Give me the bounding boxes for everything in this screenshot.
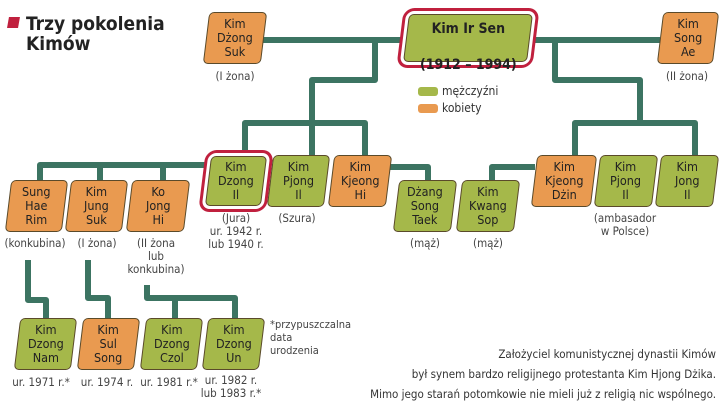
person-kim-kwang-sop: Kim Kwang Sop — [455, 180, 521, 232]
footer-text: Założyciel komunistycznej dynastii Kimów… — [370, 344, 716, 402]
line-sulsong — [85, 260, 111, 318]
gen3-0-note: ur. 1971 r.* — [12, 375, 70, 389]
gen2-6-note: (ambasador w Polsce) — [593, 211, 657, 238]
person-kim-ir-sen: Kim Ir Sen (1912 – 1994) — [403, 14, 533, 73]
title-text: Trzy pokolenia Kimów — [26, 13, 165, 55]
partners-1-name-text: Kim Jung Suk — [84, 184, 109, 227]
line-right-siblings — [572, 120, 698, 155]
gen3-2-name-text: Kim Dzong Czol — [153, 322, 190, 365]
footer-1-text: był synem bardzo religijnego protestanta… — [411, 367, 716, 381]
person-wife-2: Kim Song Ae — [656, 12, 720, 64]
line-kjeongdzin-spouse — [489, 164, 535, 180]
line-dzongil-partners — [37, 162, 205, 180]
wife-1-note: (I żona) — [215, 69, 255, 83]
line-nam — [25, 260, 49, 318]
diagram-title: Trzy pokolenia Kimów — [7, 13, 165, 55]
line-kjeonghi-spouse — [388, 164, 431, 180]
legend-swatch-men — [418, 86, 438, 96]
gen2-4-note: (mąż) — [473, 236, 503, 250]
wives-1-name-text: Kim Song Ae — [673, 16, 703, 59]
person-sung-hae-rim: Sung Hae Rim — [4, 180, 69, 232]
partners-2-name-text: Ko Jong Hi — [145, 184, 171, 227]
person-ko-jong-hi: Ko Jong Hi — [125, 180, 191, 232]
partner-1-note: (I żona) — [77, 236, 117, 250]
gen2-2-name-text: Kim Kjeong Hi — [340, 159, 380, 202]
founder-years: (1912 – 1994) — [419, 57, 517, 73]
gen2-5-name-text: Kim Kjeong Dżin — [544, 159, 584, 202]
person-kim-jong-il: Kim Jong Il — [654, 155, 720, 207]
line-czol-un — [144, 285, 238, 318]
gen3-1-name-text: Kim Sul Song — [94, 322, 123, 365]
gen2-6-name-text: Kim Pjong Il — [610, 159, 642, 202]
person-kim-kjeong-hi: Kim Kjeong Hi — [327, 155, 393, 207]
gen2-1-note: (Szura) — [278, 211, 316, 225]
title-marker — [7, 17, 20, 28]
person-wife-1: Kim Dżong Suk — [202, 12, 268, 64]
gen2-0-name-text: Kim Dzong Il — [218, 159, 254, 202]
person-kim-dzong-il: Kim Dzong Il — [204, 156, 268, 206]
line-left-siblings — [242, 120, 368, 155]
partners-0-name-text: Sung Hae Rim — [22, 184, 51, 227]
legend-women: kobiety — [418, 101, 482, 115]
person-kim-sul-song: Kim Sul Song — [76, 318, 141, 370]
founder-name: Kim Ir Sen — [431, 21, 505, 37]
gen2-7-name-text: Kim Jong Il — [674, 159, 700, 202]
gen3-2-note: ur. 1981 r.* — [140, 375, 198, 389]
partner-2-note: (II żona lub konkubina) — [127, 236, 185, 276]
footer-2-text: Mimo jego starań potomkowie nie mieli ju… — [370, 387, 716, 401]
gen3-3-name-text: Kim Dzong Un — [215, 322, 252, 365]
footnote: *przypuszczalna data urodzenia — [270, 318, 352, 357]
person-dzang-song-taek: Dżang Song Taek — [392, 180, 458, 232]
footer-0-text: Założyciel komunistycznej dynastii Kimów — [498, 347, 716, 361]
gen3-3-note: ur. 1982 r. lub 1983 r.* — [200, 373, 262, 400]
person-kim-pjong-il-2: Kim Pjong Il — [593, 155, 659, 207]
gen2-3-name-text: Dżang Song Taek — [407, 184, 443, 227]
legend-men: mężczyźni — [418, 84, 498, 98]
gen2-0-note: (Jura) ur. 1942 r. lub 1940 r. — [208, 211, 264, 251]
line-right-branch — [552, 40, 643, 123]
gen2-1-name-text: Kim Pjong Il — [282, 159, 315, 202]
gen2-3-note: (mąż) — [410, 236, 440, 250]
person-kim-dzong-un: Kim Dzong Un — [201, 318, 266, 370]
legend-women-text: kobiety — [442, 101, 482, 115]
line-left-branch — [309, 40, 378, 155]
gen3-0-name-text: Kim Dzong Nam — [27, 322, 64, 365]
gen3-1-note: ur. 1974 r. — [80, 375, 134, 389]
wives-0-name-text: Kim Dżong Suk — [217, 16, 253, 59]
legend-swatch-women — [418, 103, 438, 113]
wife-2-note: (II żona) — [665, 69, 709, 83]
person-kim-pjong-il: Kim Pjong Il — [266, 155, 331, 207]
person-kim-dzong-czol: Kim Dzong Czol — [139, 318, 204, 370]
gen2-4-name-text: Kim Kwang Sop — [469, 184, 507, 227]
partner-0-note: (konkubina) — [4, 236, 66, 250]
person-kim-kjeong-dzin: Kim Kjeong Dżin — [530, 155, 598, 207]
person-kim-dzong-nam: Kim Dzong Nam — [13, 318, 78, 370]
legend-men-text: mężczyźni — [442, 84, 499, 98]
person-kim-jung-suk: Kim Jung Suk — [64, 180, 129, 232]
